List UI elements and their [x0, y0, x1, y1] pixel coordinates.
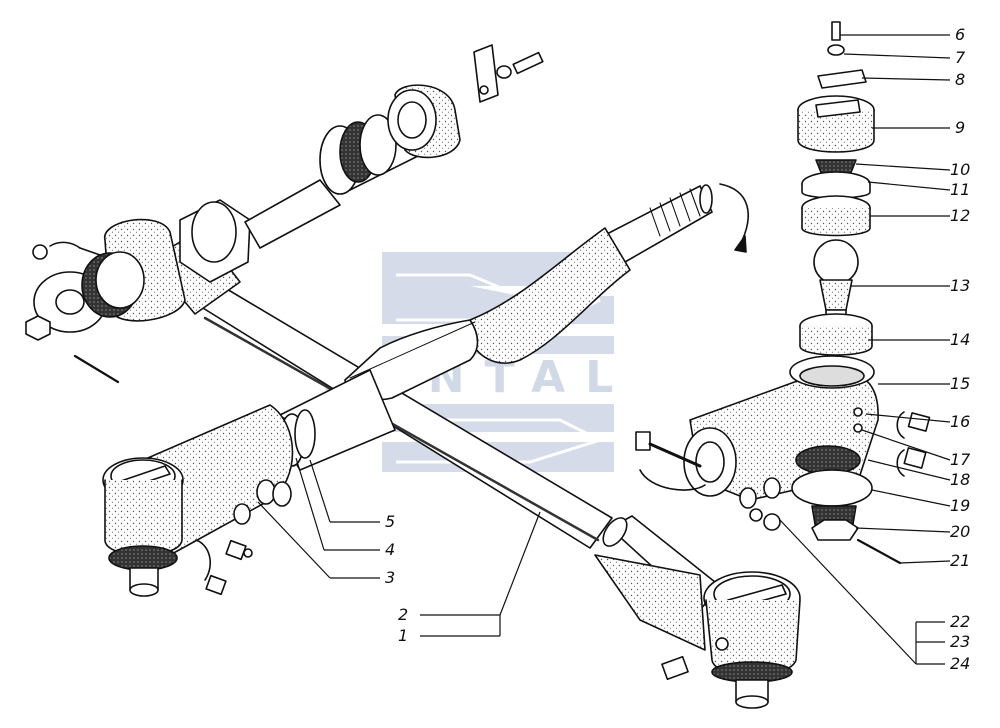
callout-9: 9 [955, 118, 966, 137]
callout-20: 20 [950, 522, 971, 541]
callout-8: 8 [955, 70, 966, 89]
ball-stud-stack [797, 21, 875, 356]
callout-23: 23 [950, 632, 971, 651]
callout-11: 11 [950, 180, 971, 199]
callout-16: 16 [950, 412, 971, 431]
callout-1: 1 [398, 626, 409, 645]
right-socket-housing [635, 355, 931, 565]
callout-3: 3 [385, 568, 396, 587]
callout-14: 14 [950, 330, 971, 349]
callout-5: 5 [385, 512, 396, 531]
callout-21: 21 [950, 551, 971, 570]
callout-7: 7 [955, 48, 966, 67]
left-grease-fitting [195, 539, 253, 596]
callout-19: 19 [950, 496, 971, 515]
callout-2: 2 [398, 605, 409, 624]
callout-6: 6 [955, 25, 966, 44]
callout-18: 18 [950, 470, 971, 489]
callout-15: 15 [950, 374, 971, 393]
callout-10: 10 [950, 160, 971, 179]
callout-13: 13 [950, 276, 971, 295]
callout-17: 17 [950, 450, 971, 469]
callout-12: 12 [950, 206, 971, 225]
left-tie-rod-end [102, 404, 294, 597]
threaded-rod-with-boot [344, 183, 749, 401]
top-bracket-and-bolt [473, 44, 544, 103]
right-tie-rod-end [594, 554, 801, 709]
callout-4: 4 [385, 540, 396, 559]
upper-left-linkage [25, 84, 461, 384]
callout-24: 24 [950, 654, 971, 673]
callout-22: 22 [950, 612, 971, 631]
